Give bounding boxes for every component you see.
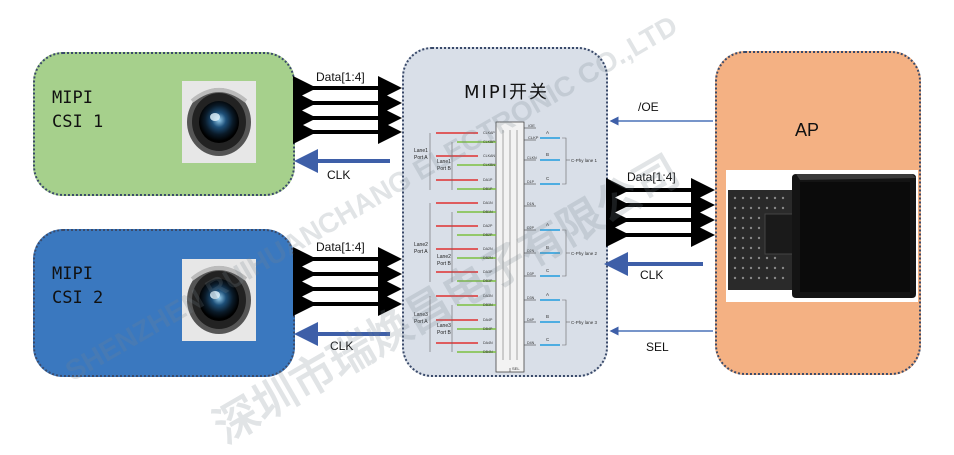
camera-icon	[182, 81, 256, 163]
pin-oe: /OE	[528, 123, 535, 128]
svg-text:D3P: D3P	[527, 272, 535, 276]
pin-clkp: CLKP	[528, 135, 539, 140]
pin-sel: SEL	[512, 366, 520, 371]
lane3-label: Lane3	[414, 312, 428, 318]
svg-text:DA1N: DA1N	[483, 201, 493, 205]
svg-text:C: C	[546, 337, 550, 342]
lane3-port-a: Port A	[414, 319, 428, 325]
svg-text:D3N: D3N	[527, 296, 535, 300]
lane1-label: Lane1	[414, 148, 428, 154]
svg-text:A: A	[546, 222, 549, 227]
csi2-label-line1: MIPI	[52, 264, 93, 284]
svg-text:CLKAP: CLKAP	[483, 131, 495, 135]
svg-text:DB4N: DB4N	[483, 350, 493, 354]
lane3-port-b: Port B	[437, 330, 452, 336]
svg-text:A: A	[546, 130, 549, 135]
svg-text:DB1N: DB1N	[483, 210, 493, 214]
svg-text:CLKAN: CLKAN	[483, 154, 495, 158]
lane1-label-b: Lane1	[437, 159, 451, 165]
csi1-label-line2: CSI 1	[52, 112, 104, 132]
svg-text:DA3N: DA3N	[483, 294, 493, 298]
svg-text:DA2N: DA2N	[483, 247, 493, 251]
switch-title: MIPI开关	[464, 82, 550, 103]
camera-icon	[182, 259, 256, 341]
cphy-lane2-label: C-Phy lane 2	[571, 251, 598, 256]
clk-label-bottom: CLK	[330, 339, 354, 353]
svg-text:DA4P: DA4P	[483, 318, 493, 322]
svg-text:D4N: D4N	[527, 341, 535, 345]
svg-text:DB3P: DB3P	[483, 279, 493, 283]
cphy-lane3-label: C-Phy lane 3	[571, 320, 598, 325]
lane1-port-b: Port B	[437, 166, 452, 172]
svg-text:DB3N: DB3N	[483, 303, 493, 307]
oe-label: /OE	[638, 100, 659, 114]
svg-text:DA4N: DA4N	[483, 341, 493, 345]
sel-label: SEL	[646, 340, 669, 354]
lane2-label: Lane2	[414, 242, 428, 248]
svg-text:B: B	[546, 152, 549, 157]
svg-text:C: C	[546, 176, 550, 181]
svg-text:D1P: D1P	[527, 180, 535, 184]
svg-text:D1N: D1N	[527, 202, 535, 206]
connection-arrows	[293, 76, 918, 346]
cphy-lane1-label: C-Phy lane 1	[571, 158, 598, 163]
svg-text:B: B	[546, 314, 549, 319]
clk-label-ap: CLK	[640, 268, 664, 282]
lane1-port-a: Port A	[414, 155, 428, 161]
svg-text:CLKN: CLKN	[527, 156, 537, 160]
svg-text:B: B	[546, 245, 549, 250]
csi2-label-line2: CSI 2	[52, 288, 104, 308]
svg-text:CLKBN: CLKBN	[483, 163, 495, 167]
data-arrows-bottom	[293, 247, 402, 316]
svg-text:D2N: D2N	[527, 249, 535, 253]
switch-schematic: /OE CLKP Lane1 Port A	[414, 121, 598, 373]
svg-text:D2P: D2P	[527, 226, 535, 230]
svg-text:DB2N: DB2N	[483, 256, 493, 260]
data-arrows-ap	[606, 178, 715, 247]
svg-text:DA2P: DA2P	[483, 224, 493, 228]
svg-text:DB2P: DB2P	[483, 233, 493, 237]
svg-text:A: A	[546, 292, 549, 297]
lane2-label-b: Lane2	[437, 254, 451, 260]
ap-title: AP	[795, 120, 820, 140]
data-arrows-top	[293, 76, 402, 144]
svg-text:DB1P: DB1P	[483, 187, 493, 191]
svg-text:D4P: D4P	[527, 318, 535, 322]
svg-text:CLKBP: CLKBP	[483, 140, 495, 144]
svg-text:DB4P: DB4P	[483, 327, 493, 331]
lane2-port-b: Port B	[437, 261, 452, 267]
processor-chip-image	[726, 170, 918, 302]
svg-text:DA1P: DA1P	[483, 178, 493, 182]
csi1-label-line1: MIPI	[52, 88, 93, 108]
lane3-label-b: Lane3	[437, 323, 451, 329]
clk-label-top: CLK	[327, 168, 351, 182]
svg-text:DA3P: DA3P	[483, 270, 493, 274]
svg-text:C: C	[546, 268, 550, 273]
lane2-port-a: Port A	[414, 249, 428, 255]
